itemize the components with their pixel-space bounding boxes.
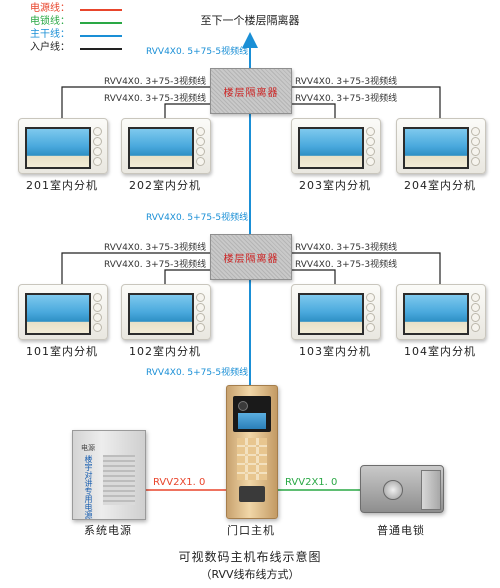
indoor-unit-104 — [396, 284, 486, 340]
branch-cable-label-201: RVV4X0. 3+75-3视频线 — [104, 77, 207, 87]
legend-lock: 电锁线： — [30, 16, 70, 27]
trunk-cable-label-top: RVV4X0. 5+75-5视频线 — [146, 47, 249, 57]
legend-power: 电源线： — [30, 3, 70, 14]
indoor-unit-screen — [298, 293, 364, 335]
floor-isolator-lower: 楼层隔离器 — [210, 234, 292, 280]
branch-cable-label-104: RVV4X0. 3+75-3视频线 — [295, 243, 398, 253]
indoor-unit-screen — [403, 127, 469, 169]
door-station-screen — [238, 413, 266, 429]
indoor-unit-label-104: 104室内分机 — [404, 345, 476, 358]
indoor-unit-201 — [18, 118, 108, 174]
indoor-unit-101 — [18, 284, 108, 340]
branch-cable-label-102: RVV4X0. 3+75-3视频线 — [104, 260, 207, 270]
indoor-unit-screen — [298, 127, 364, 169]
branch-line-202 — [164, 103, 210, 118]
electric-lock — [360, 465, 444, 513]
door-station — [226, 385, 278, 519]
branch-line-203 — [290, 103, 336, 118]
door-station-keypad — [237, 438, 267, 480]
indoor-unit-label-101: 101室内分机 — [26, 345, 98, 358]
legend-trunk-swatch — [80, 35, 122, 37]
door-station-label: 门口主机 — [227, 524, 275, 537]
card-reader-icon — [239, 486, 265, 502]
lock-cable-label: RVV2X1. 0 — [285, 477, 338, 488]
indoor-unit-label-102: 102室内分机 — [129, 345, 201, 358]
indoor-unit-label-201: 201室内分机 — [26, 179, 98, 192]
indoor-unit-label-103: 103室内分机 — [299, 345, 371, 358]
power-supply-brand: 电源 — [81, 444, 95, 452]
indoor-unit-screen — [25, 127, 91, 169]
legend-trunk: 主干线： — [30, 29, 70, 40]
diagram-subtitle: （RVV线布线方式） — [200, 568, 300, 581]
indoor-unit-202 — [121, 118, 211, 174]
indoor-unit-screen — [128, 293, 194, 335]
legend-lock-swatch — [80, 22, 122, 24]
indoor-unit-203 — [291, 118, 381, 174]
branch-line-103 — [290, 269, 336, 284]
legend-entry-swatch — [80, 48, 122, 50]
branch-line-102 — [164, 269, 210, 284]
branch-line-204 — [290, 86, 441, 118]
branch-cable-label-202: RVV4X0. 3+75-3视频线 — [104, 94, 207, 104]
branch-cable-label-203: RVV4X0. 3+75-3视频线 — [295, 94, 398, 104]
branch-line-101 — [61, 252, 210, 284]
power-supply-panel-text: 楼宇对讲专用电源 — [84, 455, 93, 519]
lock-label: 普通电锁 — [377, 524, 425, 537]
indoor-unit-label-204: 204室内分机 — [404, 179, 476, 192]
indoor-unit-screen — [25, 293, 91, 335]
indoor-unit-label-202: 202室内分机 — [129, 179, 201, 192]
door-station-camera-panel — [233, 396, 271, 432]
next-floor-label: 至下一个楼层隔离器 — [200, 14, 300, 27]
power-supply-box: 电源 楼宇对讲专用电源 — [72, 430, 146, 520]
power-supply-vent — [103, 455, 135, 505]
diagram-title: 可视数码主机布线示意图 — [178, 550, 322, 564]
branch-cable-label-101: RVV4X0. 3+75-3视频线 — [104, 243, 207, 253]
floor-isolator-upper: 楼层隔离器 — [210, 68, 292, 114]
indoor-unit-102 — [121, 284, 211, 340]
branch-line-104 — [290, 252, 441, 284]
indoor-unit-screen — [403, 293, 469, 335]
trunk-cable-label-bottom: RVV4X0. 5+75-5视频线 — [146, 368, 249, 378]
power-cable-label: RVV2X1. 0 — [153, 477, 206, 488]
legend-power-swatch — [80, 9, 122, 11]
camera-icon — [238, 401, 248, 411]
lock-cylinder-icon — [383, 480, 403, 500]
legend-entry: 入户线： — [30, 42, 70, 53]
branch-line-201 — [61, 86, 210, 118]
power-supply-label: 系统电源 — [84, 524, 132, 537]
lock-bolt — [421, 470, 441, 510]
indoor-unit-screen — [128, 127, 194, 169]
indoor-unit-103 — [291, 284, 381, 340]
floor-isolator-lower-label: 楼层隔离器 — [223, 254, 279, 265]
indoor-unit-label-203: 203室内分机 — [299, 179, 371, 192]
branch-cable-label-204: RVV4X0. 3+75-3视频线 — [295, 77, 398, 87]
floor-isolator-upper-label: 楼层隔离器 — [223, 88, 279, 99]
indoor-unit-204 — [396, 118, 486, 174]
trunk-cable-label-mid: RVV4X0. 5+75-5视频线 — [146, 213, 249, 223]
branch-cable-label-103: RVV4X0. 3+75-3视频线 — [295, 260, 398, 270]
